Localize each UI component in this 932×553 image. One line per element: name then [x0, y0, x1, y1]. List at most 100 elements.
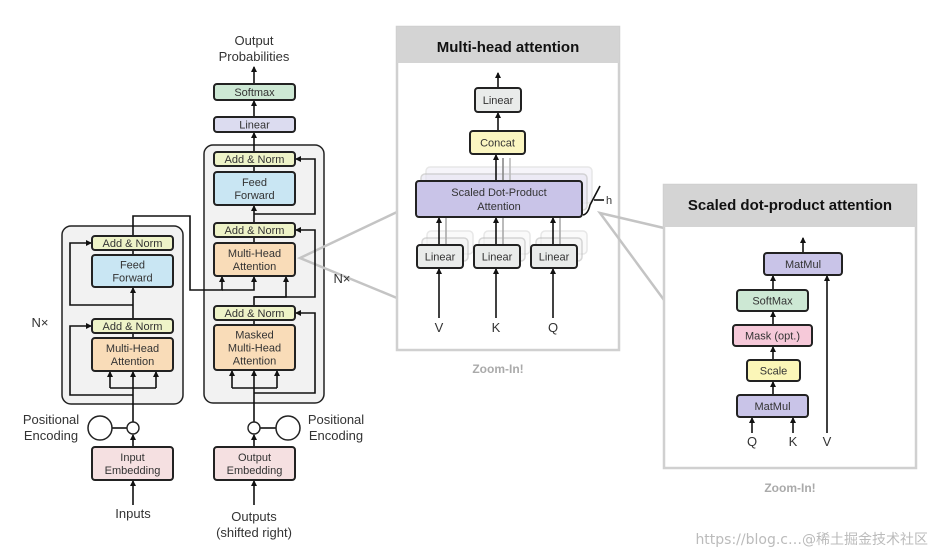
mha-concat-label-line: Concat: [480, 138, 515, 150]
encoder-add-norm-ffn-label: Add & Norm: [103, 238, 163, 250]
sdp-matmul-bottom-label: MatMul: [754, 401, 790, 413]
decoder-multi-head-attention: [213, 242, 296, 277]
decoder-softmax: [213, 83, 296, 101]
mha-input-Q: Q: [548, 320, 558, 335]
watermark: https://blog.c…@稀土掘金技术社区: [695, 532, 928, 548]
zoom-connector: [296, 210, 398, 300]
encoder-add-norm-attn-label: Add & Norm: [103, 321, 163, 333]
input-embedding: [91, 446, 174, 481]
encoder-feed-forward: [91, 254, 174, 288]
mha-linear-v-label-line: Linear: [425, 252, 456, 264]
decoder-masked-multi-head-attention: [213, 324, 296, 371]
mha-linear-q: [530, 244, 578, 269]
inputs-label-line: Inputs: [115, 506, 151, 521]
sdp-panel-header: [664, 185, 916, 227]
output-embedding-label-line: Output: [238, 452, 271, 464]
mha-linear-label-line: Linear: [483, 95, 514, 107]
decoder-add-norm-cross: [213, 222, 296, 238]
sdp-input-V: V: [823, 434, 832, 449]
decoder-add-norm-cross-label-line: Add & Norm: [225, 225, 285, 237]
output-probabilities-label-line: Output: [234, 33, 273, 48]
mha-input-V: V: [435, 320, 444, 335]
sdp-panel-title: Scaled dot-product attention: [688, 197, 892, 214]
mha-linear-v: [416, 244, 464, 269]
decoder-masked-multi-head-attention-label-line: Multi-Head: [228, 343, 281, 355]
encoder-positional-encoding-line: Encoding: [24, 428, 78, 443]
sdp-matmul-bottom: [736, 394, 809, 418]
outputs-label-line: (shifted right): [216, 525, 292, 540]
decoder-linear: [213, 116, 296, 133]
residual-arrow: [254, 310, 316, 394]
mha-linear-q-label: Linear: [539, 252, 570, 264]
decoder-add-norm-ffn: [213, 151, 296, 167]
sdp-mask: [732, 324, 813, 347]
sdp-softmax-label-line: SoftMax: [752, 296, 793, 308]
sdp-matmul-top-label-line: MatMul: [785, 259, 821, 271]
mha-linear-v-label: Linear: [425, 252, 456, 264]
decoder-multi-head-attention-label-line: Attention: [233, 261, 276, 273]
sdp-input-Q: Q: [747, 434, 757, 449]
inputs-label: Inputs: [115, 506, 151, 521]
encoder-to-decoder-arrow: [222, 276, 257, 291]
decoder-nx-label: N×: [334, 271, 351, 286]
sdp-zoom-caption: Zoom-In!: [764, 481, 815, 495]
mha-linear-label: Linear: [483, 95, 514, 107]
zoom-connector: [596, 211, 666, 301]
encoder-add-norm-attn: [91, 318, 174, 334]
sdp-matmul-bottom-label-line: MatMul: [754, 401, 790, 413]
input-embedding-label-line: Input: [120, 452, 144, 464]
sdp-scale: [746, 359, 801, 382]
sdp-mask-label: Mask (opt.): [745, 331, 800, 343]
multi-head-zoom-caption: Zoom-In!: [472, 362, 523, 376]
sdp-softmax-label: SoftMax: [752, 296, 793, 308]
decoder-add-norm-masked-label-line: Add & Norm: [225, 308, 285, 320]
sdp-softmax: [736, 289, 809, 312]
encoder-positional-encoding-line: Positional: [23, 412, 79, 427]
add-icon: [247, 421, 261, 435]
sdp-mask-label-line: Mask (opt.): [745, 331, 800, 343]
head-count-bracket: [582, 185, 601, 216]
input-embedding-label-line: Embedding: [105, 465, 161, 477]
decoder-linear-label-line: Linear: [239, 120, 270, 132]
decoder-softmax-label: Softmax: [234, 87, 275, 99]
decoder-masked-multi-head-attention-label-line: Masked: [235, 330, 274, 342]
encoder-add-norm-ffn-label-line: Add & Norm: [103, 238, 163, 250]
sdp-scale-label: Scale: [760, 366, 788, 378]
decoder-feed-forward-label-line: Forward: [234, 190, 274, 202]
decoder-feed-forward-label-line: Feed: [242, 177, 267, 189]
decoder-add-norm-ffn-label: Add & Norm: [225, 154, 285, 166]
add-icon: [126, 421, 140, 435]
decoder-masked-multi-head-attention-label-line: Attention: [233, 356, 276, 368]
decoder-add-norm-masked-label: Add & Norm: [225, 308, 285, 320]
residual-arrow: [254, 227, 316, 298]
mha-concat-label: Concat: [480, 138, 515, 150]
multi-head-panel-title: Multi-head attention: [437, 39, 580, 56]
encoder-multi-head-attention-label-line: Multi-Head: [106, 343, 159, 355]
mha-linear-k-label: Linear: [482, 252, 513, 264]
sine-wave-icon: [87, 415, 113, 441]
decoder-positional-encoding-line: Encoding: [309, 428, 363, 443]
decoder-add-norm-masked: [213, 305, 296, 321]
mha-concat: [469, 130, 526, 155]
encoder-feed-forward-label-line: Feed: [120, 260, 145, 272]
encoder-feed-forward-label-line: Forward: [112, 273, 152, 285]
encoder-multi-head-attention-label-line: Attention: [111, 356, 154, 368]
mha-scaled-dot-product-attention-label-line: Scaled Dot-Product: [451, 187, 546, 199]
mha-linear-k: [473, 244, 521, 269]
decoder-feed-forward: [213, 171, 296, 206]
residual-arrow: [254, 156, 316, 215]
sdp-scale-label-line: Scale: [760, 366, 788, 378]
decoder-softmax-label-line: Softmax: [234, 87, 275, 99]
sdp-matmul-top-label: MatMul: [785, 259, 821, 271]
decoder-positional-encoding-line: Positional: [308, 412, 364, 427]
